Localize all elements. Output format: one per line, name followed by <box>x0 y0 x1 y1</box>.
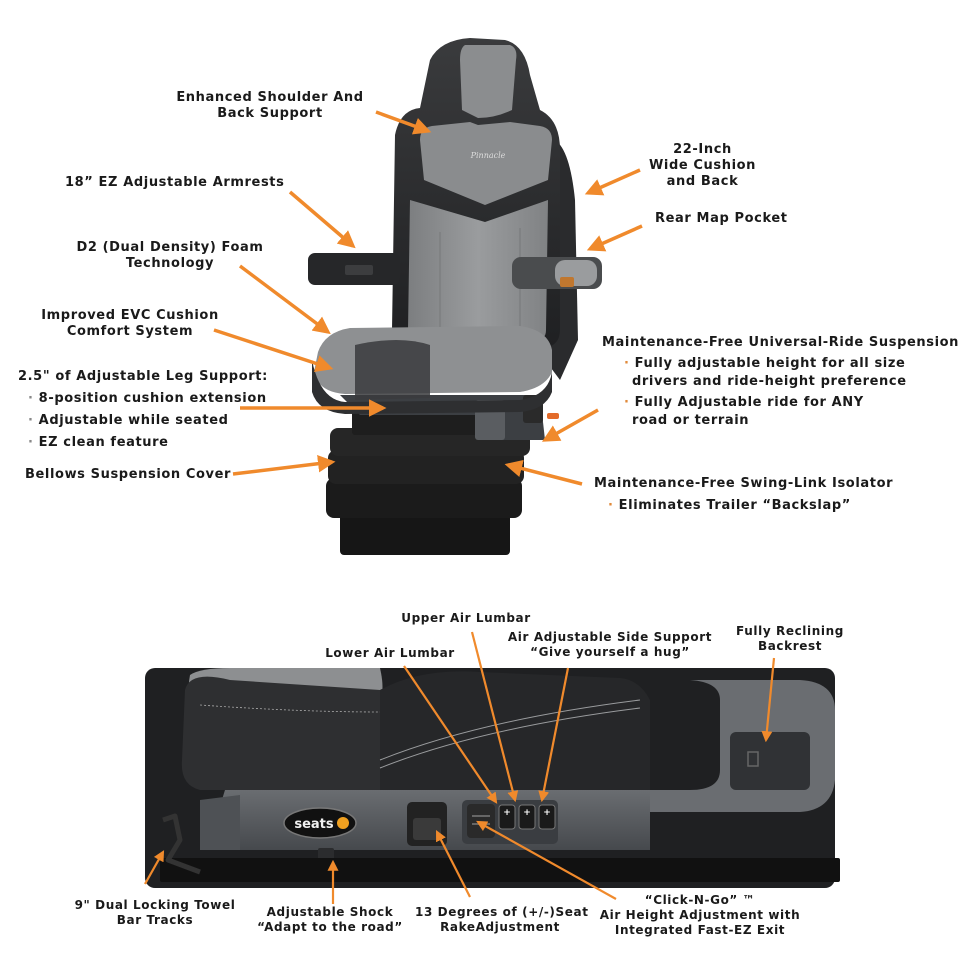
label-evc-cushion: Improved EVC Cushion Comfort System <box>35 308 225 340</box>
label-wide-line2: Wide Cushion <box>648 158 757 173</box>
top-seat-illustration: Pinnacle <box>308 38 602 555</box>
bottom-callout-arrows <box>144 631 776 904</box>
label-click-n-go-line1: “Click-N-Go” ™ <box>644 893 756 907</box>
label-suspension-title: Maintenance-Free Universal-Ride Suspensi… <box>602 335 960 350</box>
label-shoulder-line2: Back Support <box>217 106 323 121</box>
label-reclining: Fully Reclining Backrest <box>730 624 850 654</box>
bottom-seat-illustration: seats + + + <box>145 668 840 888</box>
label-rake: 13 Degrees of (+/-)Seat RakeAdjustment <box>415 905 589 935</box>
label-click-n-go-line3: Integrated Fast-EZ Exit <box>614 923 786 937</box>
label-side-support: Air Adjustable Side Support “Give yourse… <box>500 630 720 660</box>
label-swing-link-title: Maintenance-Free Swing-Link Isolator <box>594 476 894 491</box>
label-foam-line1: D2 (Dual Density) Foam <box>76 240 264 255</box>
label-wide-line3: and Back <box>666 174 739 189</box>
label-foam-line2: Technology <box>125 256 215 271</box>
label-wide-line1: 22-Inch <box>673 142 732 157</box>
label-rake-line1: 13 Degrees of (+/-)Seat <box>415 905 589 919</box>
label-towel-bar-line2: Bar Tracks <box>116 913 194 927</box>
label-reclining-line1: Fully Reclining <box>736 624 844 638</box>
label-wide-cushion: 22-Inch Wide Cushion and Back <box>645 142 760 190</box>
label-leg-support: 2.5" of Adjustable Leg Support: 8-positi… <box>18 366 268 454</box>
label-side-support-line2: “Give yourself a hug” <box>530 645 690 659</box>
label-click-n-go: “Click-N-Go” ™ Air Height Adjustment wit… <box>595 893 805 938</box>
label-click-n-go-line2: Air Height Adjustment with <box>599 908 801 922</box>
label-shock-line2: “Adapt to the road” <box>257 920 403 934</box>
label-map-pocket: Rear Map Pocket <box>655 211 788 226</box>
leg-support-bullet-2: Adjustable while seated <box>18 410 268 432</box>
label-shock: Adjustable Shock “Adapt to the road” <box>255 905 405 935</box>
suspension-bullet-1-line2: drivers and ride-height preference <box>632 374 907 389</box>
label-leg-support-title: 2.5" of Adjustable Leg Support: <box>18 369 268 384</box>
label-bellows: Bellows Suspension Cover <box>25 467 232 482</box>
label-upper-lumbar: Upper Air Lumbar <box>401 611 531 625</box>
upper-lumbar-button-glyph: + <box>523 808 531 818</box>
label-evc-line1: Improved EVC Cushion <box>41 308 219 323</box>
swing-link-bullet-1: Eliminates Trailer “Backslap” <box>594 495 893 517</box>
label-shoulder-line1: Enhanced Shoulder And <box>176 90 364 105</box>
label-shoulder-support: Enhanced Shoulder And Back Support <box>170 90 370 122</box>
leg-support-bullet-1: 8-position cushion extension <box>18 388 268 410</box>
side-support-button-glyph: + <box>543 808 551 818</box>
seats-brand-badge: seats <box>294 817 334 832</box>
label-evc-line2: Comfort System <box>66 324 194 339</box>
label-side-support-line1: Air Adjustable Side Support <box>507 630 713 644</box>
suspension-bullet-1-line1: Fully adjustable height for all size <box>602 355 959 373</box>
label-towel-bar: 9" Dual Locking Towel Bar Tracks <box>70 898 240 928</box>
suspension-bullet-2-line2: road or terrain <box>632 413 750 428</box>
label-swing-link: Maintenance-Free Swing-Link Isolator Eli… <box>594 473 893 517</box>
label-shock-line1: Adjustable Shock <box>266 905 394 919</box>
lower-lumbar-button-glyph: + <box>503 808 511 818</box>
label-reclining-line2: Backrest <box>757 639 823 653</box>
suspension-bullet-2-line1: Fully Adjustable ride for ANY <box>602 394 959 412</box>
label-lower-lumbar: Lower Air Lumbar <box>325 646 455 660</box>
label-armrests: 18” EZ Adjustable Armrests <box>65 175 285 190</box>
label-rake-line2: RakeAdjustment <box>440 920 560 934</box>
label-suspension: Maintenance-Free Universal-Ride Suspensi… <box>602 334 959 430</box>
label-foam: D2 (Dual Density) Foam Technology <box>75 240 265 272</box>
label-towel-bar-line1: 9" Dual Locking Towel <box>74 898 236 912</box>
leg-support-bullet-3: EZ clean feature <box>18 432 268 454</box>
seat-brand-logo: Pinnacle <box>470 151 506 160</box>
